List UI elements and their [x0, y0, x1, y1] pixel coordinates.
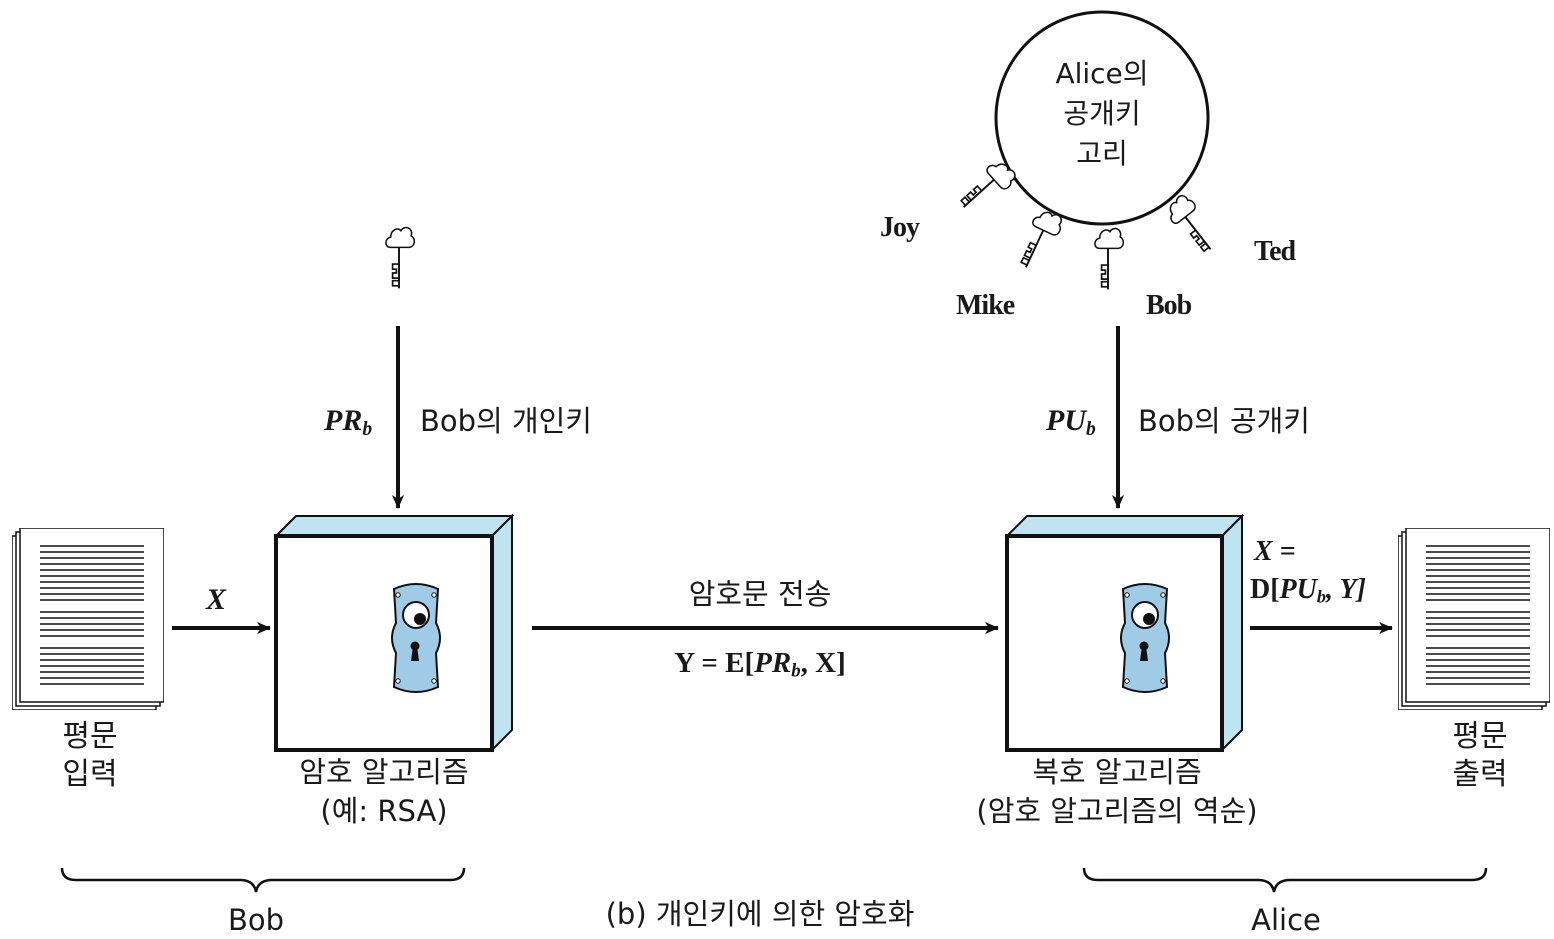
- bob-private-key-icon: [386, 228, 414, 289]
- decryption-lock-icon: [1121, 584, 1169, 692]
- encryption-algorithm-label-line1: 암호 알고리즘: [254, 758, 514, 787]
- keyring-label-line3: 고리: [1040, 140, 1164, 168]
- decryption-algorithm-label-line2: (암호 알고리즘의 역순): [912, 797, 1322, 826]
- private-key-symbol: PRb: [324, 406, 372, 439]
- bob-brace: [62, 868, 464, 892]
- plaintext-input-document: [12, 528, 164, 710]
- keyring-key-mike-label: Mike: [956, 292, 1014, 320]
- keyring-mike-key-icon: [1014, 207, 1065, 274]
- encryption-algorithm-label-line2: (예: RSA): [254, 797, 514, 826]
- decryption-algorithm-label-line1: 복호 알고리즘: [972, 758, 1262, 787]
- private-key-label: Bob의 개인키: [420, 407, 592, 436]
- keyring-label-line1: Alice의: [1040, 60, 1164, 88]
- keyring-key-ted-label: Ted: [1254, 238, 1295, 266]
- transmission-label: 암호문 전송: [560, 580, 960, 609]
- input-variable-label: X: [206, 585, 226, 615]
- keyring-key-joy-label: Joy: [880, 214, 919, 242]
- ciphertext-formula: Y = E[PRb, X]: [560, 648, 960, 682]
- plaintext-output-document: [1398, 528, 1550, 710]
- public-key-label: Bob의 공개키: [1138, 407, 1310, 436]
- plaintext-output-label-line2: 출력: [1430, 760, 1530, 790]
- output-formula-line2: D[PUb, Y]: [1250, 575, 1366, 606]
- keyring-key-bob-label: Bob: [1146, 292, 1191, 320]
- keyring-bob-key-icon: [1095, 229, 1123, 290]
- keyring-ted-key-icon: [1163, 192, 1223, 257]
- public-key-symbol: PUb: [1046, 406, 1096, 439]
- decryption-box: [1007, 516, 1242, 750]
- output-formula-line1: X =: [1254, 538, 1296, 566]
- figure-caption: (b) 개인키에 의한 암호화: [520, 900, 1000, 929]
- keyring-joy-key-icon: [955, 157, 1019, 219]
- plaintext-input-label-line1: 평문: [44, 722, 136, 752]
- plaintext-input-label-line2: 입력: [44, 760, 136, 790]
- alice-brace: [1084, 868, 1486, 892]
- encryption-lock-icon: [392, 584, 440, 692]
- encryption-box: [276, 516, 512, 750]
- plaintext-output-label-line1: 평문: [1430, 722, 1530, 752]
- bob-group-label: Bob: [60, 906, 452, 935]
- alice-group-label: Alice: [1086, 906, 1486, 935]
- keyring-label-line2: 공개키: [1040, 100, 1164, 128]
